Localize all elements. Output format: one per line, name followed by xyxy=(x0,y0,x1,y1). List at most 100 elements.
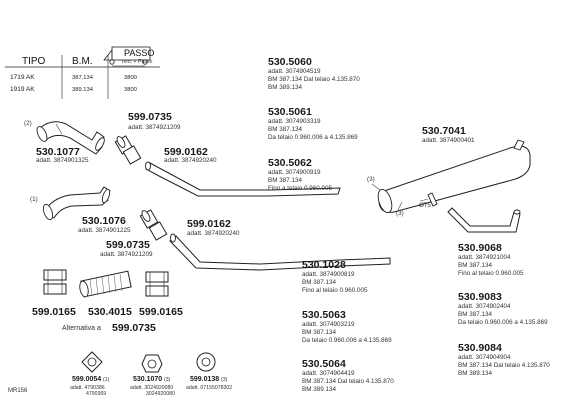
part-line: adatt. 3074904904 xyxy=(458,354,511,361)
part-block: 530.9084 adatt. 3074904904 BM 387.134 Da… xyxy=(458,342,550,378)
part-code: 599.0735 xyxy=(128,111,172,123)
part-adatt: adatt. 3874921209 xyxy=(128,124,181,131)
clamp-c xyxy=(145,271,169,297)
part-line: BM 387.134 xyxy=(268,126,302,133)
front-pipe-lower xyxy=(169,233,391,271)
diameter-label: Ø75 xyxy=(419,202,431,209)
part-suffix: (3) xyxy=(164,377,171,383)
part-block: 530.5062 adatt. 3074900919 BM 387.134 Fi… xyxy=(268,157,332,193)
gasket-icon xyxy=(81,351,103,373)
part-adatt: adatt. 3874920240 xyxy=(164,157,217,164)
clamp-lower xyxy=(139,209,168,241)
part-code: 599.0735 xyxy=(106,239,150,251)
part-block: 530.5060 adatt. 3074904519 BM 387.134 Da… xyxy=(268,56,360,92)
part-block: 530.5063 adatt. 3074903219 BM 387.134 Da… xyxy=(302,309,392,345)
part-adatt: adatt. 07155078302 xyxy=(186,385,233,391)
flex-pipe xyxy=(79,270,132,298)
clamp-upper xyxy=(114,135,142,165)
col-bm: B.M. xyxy=(72,56,93,67)
part-code: 530.5064 xyxy=(302,358,346,370)
col-tipo: TIPO xyxy=(22,56,46,67)
part-code: 599.0165 xyxy=(32,306,76,318)
footer-code: MR156 xyxy=(8,388,28,394)
part-code: 530.1077 xyxy=(36,146,80,158)
part-line: Fino a telaio 0.960.005 xyxy=(268,185,333,192)
downpipe-lower xyxy=(42,186,111,221)
part-line: BM 387.134 xyxy=(302,279,336,286)
part-line: adatt. 3874921004 xyxy=(458,254,511,261)
part-line: adatt. 3874900819 xyxy=(302,271,355,278)
callout-2: (2) xyxy=(24,120,32,127)
part-line: Da telaio 0.960.006 a 4.135.869 xyxy=(302,337,392,344)
part-code: 599.0165 xyxy=(139,306,183,318)
gasket-round-icon xyxy=(196,352,216,372)
part-code: 530.4015 xyxy=(88,306,132,318)
part-code: 599.0162 xyxy=(187,218,231,230)
part-adatt: adatt. 3874901325 xyxy=(36,157,89,164)
part-block: 530.1028 adatt. 3874900819 BM 387.134 Fi… xyxy=(302,259,367,295)
col-passo-sub: mm. + Passo xyxy=(122,59,153,65)
front-pipe-upper xyxy=(145,161,341,197)
part-line: adatt. 3074903319 xyxy=(268,118,321,125)
part-code: 530.1076 xyxy=(82,215,126,227)
part-line: BM 387.134 xyxy=(302,329,336,336)
part-code: 530.5062 xyxy=(268,157,312,169)
part-line: adatt. 3074904419 xyxy=(302,370,355,377)
part-code: 530.9084 xyxy=(458,342,502,354)
tail-pipe xyxy=(447,207,521,233)
part-line: BM 389.134 xyxy=(302,386,336,393)
part-block: 530.5061 adatt. 3074903319 BM 387.134 Da… xyxy=(268,106,358,142)
part-block: 530.5064 adatt. 3074904419 BM 387.134 Da… xyxy=(302,358,394,394)
part-code: 599.0735 xyxy=(112,322,156,334)
row-bm: 389.134 xyxy=(72,87,93,93)
gasket-ring-icon xyxy=(141,354,163,373)
part-line: adatt. 3074904519 xyxy=(268,68,321,75)
part-line: BM 387.134 xyxy=(458,311,492,318)
part-line: adatt. 3074902404 xyxy=(458,303,511,310)
part-block: 530.9083 adatt. 3074902404 BM 387.134 Da… xyxy=(458,291,548,327)
part-adatt: adatt. 3024920080 xyxy=(130,385,174,391)
part-block: 530.7041 adatt. 3874900401 xyxy=(422,125,475,145)
part-suffix: (1) xyxy=(103,377,110,383)
row-passo: 3800 xyxy=(124,87,137,93)
part-block: 530.9068 adatt. 3874921004 BM 387.134 Fi… xyxy=(458,242,523,278)
part-line: BM 389.134 xyxy=(458,370,492,377)
part-line: adatt. 3074903219 xyxy=(302,321,355,328)
part-adatt: adatt. 3874920240 xyxy=(187,230,240,237)
part-code: 530.9083 xyxy=(458,291,502,303)
part-code: 599.0162 xyxy=(164,146,208,158)
part-code: 530.9068 xyxy=(458,242,502,254)
row-tipo: 1919 AK xyxy=(10,86,35,93)
col-passo: PASSO xyxy=(124,48,155,58)
part-code: 530.5061 xyxy=(268,106,312,118)
part-line: Fino al telaio 0.960.005 xyxy=(302,287,368,294)
part-line: BM 387.134 Dal telaio 4.135.870 xyxy=(268,76,360,83)
part-adatt: 3024920080 xyxy=(146,391,175,397)
part-code: 530.1028 xyxy=(302,259,346,271)
part-adatt: adatt. 3874921209 xyxy=(100,251,153,258)
part-line: Da telaio 0.960.006 a 4.135.869 xyxy=(458,319,548,326)
callout-3: (3) xyxy=(367,176,375,183)
part-code: 599.0138 xyxy=(190,376,220,383)
muffler xyxy=(371,139,531,214)
row-passo: 3800 xyxy=(124,75,137,81)
row-tipo: 1719 AK xyxy=(10,74,35,81)
downpipe-upper xyxy=(36,121,105,155)
part-adatt: adatt. 4790386 xyxy=(70,385,105,391)
alt-label: Alternativa a xyxy=(62,325,101,332)
clamp-a xyxy=(43,269,67,295)
part-code: 530.7041 xyxy=(422,125,466,137)
row-bm: 387.134 xyxy=(72,75,93,81)
part-code: 530.5060 xyxy=(268,56,312,68)
part-code: 530.5063 xyxy=(302,309,346,321)
callout-1: (1) xyxy=(30,196,38,203)
part-line: BM 387.134 Dal telaio 4.135.870 xyxy=(458,362,550,369)
part-line: adatt. 3074900919 xyxy=(268,169,321,176)
part-line: Fino al telaio 0.960.005 xyxy=(458,270,524,277)
part-line: adatt. 3874900401 xyxy=(422,137,475,144)
part-line: BM 389.134 xyxy=(268,84,302,91)
callout-3: (3) xyxy=(396,210,404,217)
part-line: BM 387.134 xyxy=(458,262,492,269)
part-line: BM 387.134 xyxy=(268,177,302,184)
